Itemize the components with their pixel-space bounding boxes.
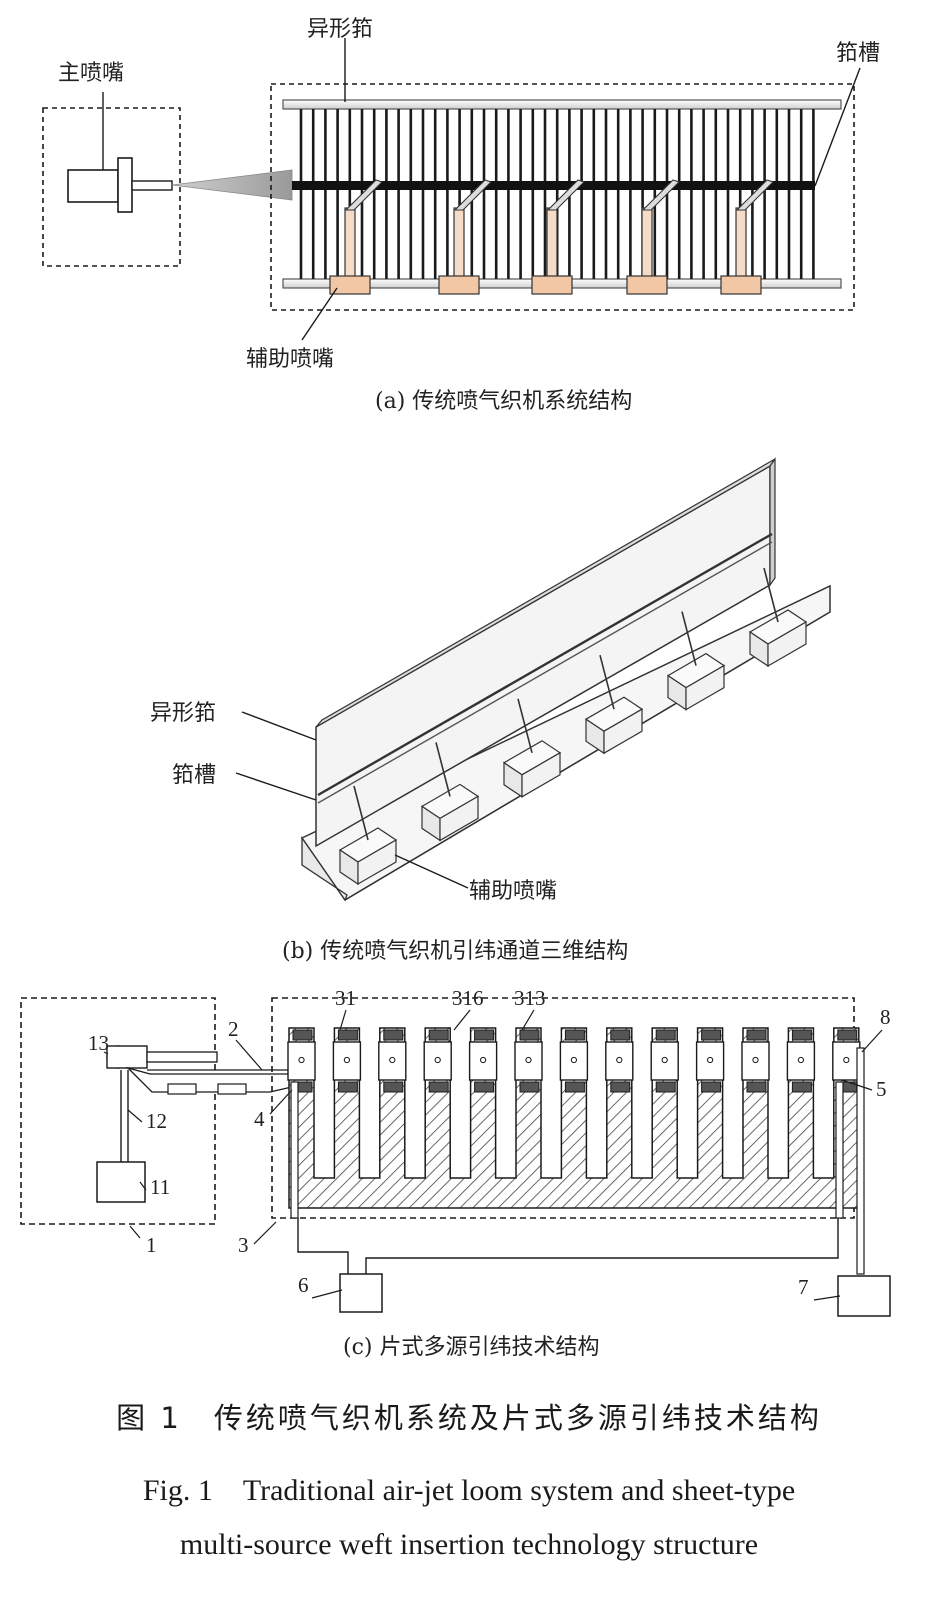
figure-title-en-line1: Fig. 1 Traditional air-jet loom system a… [142,1474,796,1507]
sheet-head [605,1029,634,1093]
sheet-head [287,1029,316,1093]
sheet-head [468,1029,498,1093]
supply-box-11 [96,1161,146,1203]
label-2: 2 [228,1017,239,1041]
sheet-head [695,1029,725,1093]
aux-nozzle [626,179,681,295]
aux-nozzle-3d [420,742,480,842]
supply-box-6 [339,1273,383,1313]
label-11: 11 [150,1175,170,1199]
air-jet [171,169,293,201]
aux-nozzle-label-b: 辅助喷嘴 [469,879,557,904]
label-5: 5 [876,1077,887,1101]
label-4: 4 [254,1107,265,1131]
reed-groove-3d [317,532,773,797]
main-nozzle [67,157,173,213]
sheet-head [559,1029,589,1093]
sheet-head [423,1029,452,1093]
aux-nozzles [329,179,775,295]
sheet-head [332,1029,362,1093]
supply-box-7 [837,1275,891,1317]
figure-title-en-line2: multi-source weft insertion technology s… [179,1528,759,1561]
profiled-reed-label: 异形筘 [307,17,373,42]
aux-nozzle [531,179,586,295]
reed-groove-line [292,181,815,190]
label-8: 8 [880,1005,891,1029]
aux-nozzle [438,179,493,295]
reed-top-rail [282,99,842,110]
main-nozzle-label: 主喷嘴 [58,61,124,86]
caption-c: (c) 片式多源引纬技术结构 [343,1335,599,1360]
aux-nozzle [720,179,775,295]
aux-nozzle [329,179,384,295]
aux-nozzle-blocks-3d [338,567,808,886]
aux-nozzle-3d [502,698,562,798]
reed-box [270,83,855,311]
caption-b: (b) 传统喷气织机引纬通道三维结构 [282,939,628,964]
reed-dents [299,109,815,279]
label-313: 313 [514,986,546,1010]
label-12: 12 [146,1109,167,1133]
sheet-head [650,1029,679,1093]
label-6: 6 [298,1273,309,1297]
panel-a: 主喷嘴 异形筘 筘槽 辅助喷嘴 (a) 传统喷气织机系统结构 [42,17,880,414]
aux-nozzle-3d [666,611,726,711]
sheet-heads [287,1029,861,1093]
profiled-reed-label-b: 异形筘 [150,701,216,726]
aux-nozzle-3d [748,567,808,668]
aux-nozzle-3d [338,785,398,886]
label-1: 1 [146,1233,157,1257]
label-316: 316 [452,986,484,1010]
panel-b: 异形筘 筘槽 辅助喷嘴 (b) 传统喷气织机引纬通道三维结构 [150,457,831,964]
sheet-head [832,1029,861,1093]
label-7: 7 [798,1275,809,1299]
sheet-head [786,1029,816,1093]
main-nozzle-box [42,107,181,267]
label-3: 3 [238,1233,249,1257]
sheet-head [514,1029,543,1093]
reed-groove-label: 筘槽 [836,41,880,66]
caption-a: (a) 传统喷气织机系统结构 [375,389,632,414]
sheet-head [741,1029,770,1093]
sheet-head [378,1029,407,1093]
label-31: 31 [335,986,356,1010]
aux-nozzle-3d [584,654,644,755]
reed-groove-label-b: 筘槽 [172,763,216,788]
label-13: 13 [88,1031,109,1055]
aux-nozzle-label: 辅助喷嘴 [246,347,334,372]
figure-title-zh: 图 1 传统喷气织机系统及片式多源引纬技术结构 [116,1401,822,1435]
